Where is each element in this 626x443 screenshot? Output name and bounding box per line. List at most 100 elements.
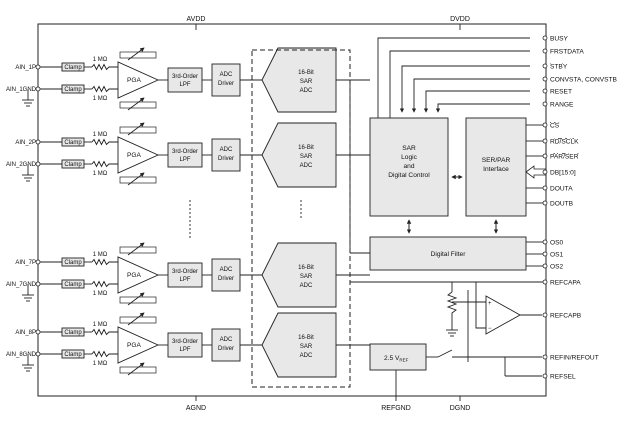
- pin-label: CONVSTA, CONVSTB: [550, 76, 618, 83]
- ser-par-line1: SER/PAR: [482, 157, 511, 164]
- svg-text:PGA: PGA: [127, 342, 142, 349]
- agnd-label: AGND: [186, 405, 206, 412]
- pin-terminal: [542, 354, 548, 360]
- adc-driver-block: [211, 258, 241, 292]
- ser-par-line2: Interface: [483, 166, 509, 173]
- svg-text:ADC: ADC: [220, 147, 233, 153]
- svg-text:SAR: SAR: [300, 274, 313, 280]
- pin-terminal: [542, 138, 548, 144]
- svg-text:Clamp: Clamp: [64, 87, 82, 93]
- svg-text:3rd-Order: 3rd-Order: [172, 74, 198, 80]
- pga-amplifier: [117, 61, 160, 99]
- pga-amplifier: [117, 326, 160, 364]
- chip-outline: [37, 23, 547, 397]
- pin-terminal: [542, 279, 548, 285]
- channel-gnd-label: AIN_7GND: [6, 282, 37, 288]
- channel-p-label: AIN_7P: [15, 260, 36, 266]
- dvdd-label: DVDD: [450, 16, 470, 23]
- pin-label: BUSY: [550, 35, 569, 42]
- pin-label: REFCAPB: [550, 312, 582, 319]
- svg-text:3rd-Order: 3rd-Order: [172, 269, 198, 275]
- svg-text:1 MΩ: 1 MΩ: [93, 171, 108, 177]
- vref-label: 2.5 VREF: [384, 355, 409, 363]
- svg-text:ADC: ADC: [300, 283, 313, 289]
- adc-group-outline: [251, 49, 351, 388]
- svg-text:1 MΩ: 1 MΩ: [93, 322, 108, 328]
- pga-amplifier: [117, 136, 160, 174]
- dgnd-label: DGND: [450, 405, 471, 412]
- vref-block: [369, 343, 427, 371]
- pga-amplifier: [117, 256, 160, 294]
- pin-terminal: [542, 122, 548, 128]
- lpf-block: [167, 332, 203, 358]
- pin-terminal: [542, 153, 548, 159]
- svg-text:ADC: ADC: [220, 267, 233, 273]
- svg-text:LPF: LPF: [179, 82, 190, 88]
- pin-label: STBY: [550, 63, 568, 70]
- pin-label: FRSTDATA: [550, 48, 584, 55]
- digital-filter-block: [369, 236, 527, 271]
- svg-text:Driver: Driver: [218, 346, 234, 352]
- svg-text:ADC: ADC: [300, 353, 313, 359]
- svg-text:Driver: Driver: [218, 81, 234, 87]
- channel-gnd-label: AIN_2GND: [6, 162, 37, 168]
- svg-text:SAR: SAR: [300, 79, 313, 85]
- svg-text:1 MΩ: 1 MΩ: [93, 132, 108, 138]
- pin-label: PAR/SER: [550, 153, 579, 160]
- pin-terminal: [542, 185, 548, 191]
- pin-label: REFCAPA: [550, 279, 581, 286]
- pin-label: REFIN/REFOUT: [550, 354, 599, 361]
- channel-gnd-label: AIN_1GND: [6, 87, 37, 93]
- svg-text:PGA: PGA: [127, 272, 142, 279]
- pin-label: RANGE: [550, 101, 574, 108]
- ref-buffer-amp: [485, 295, 521, 335]
- pin-terminal: [542, 48, 548, 54]
- svg-text:Clamp: Clamp: [64, 140, 82, 146]
- sar-logic-line3: and: [403, 163, 414, 170]
- svg-text:LPF: LPF: [179, 277, 190, 283]
- svg-text:Driver: Driver: [218, 276, 234, 282]
- svg-text:16-Bit: 16-Bit: [298, 70, 314, 76]
- pin-terminal: [542, 251, 548, 257]
- svg-text:−: −: [488, 326, 492, 332]
- svg-text:1 MΩ: 1 MΩ: [93, 361, 108, 367]
- svg-text:Clamp: Clamp: [64, 260, 82, 266]
- sar-logic-line4: Digital Control: [388, 172, 430, 179]
- adc-driver-block: [211, 63, 241, 97]
- refgnd-label: REFGND: [381, 405, 411, 412]
- pin-label: OS0: [550, 239, 564, 246]
- channel-p-label: AIN_8P: [15, 330, 36, 336]
- svg-text:ADC: ADC: [220, 72, 233, 78]
- pin-label: OS2: [550, 263, 564, 270]
- svg-text:Driver: Driver: [218, 156, 234, 162]
- svg-text:LPF: LPF: [179, 157, 190, 163]
- channel-gnd-label: AIN_8GND: [6, 352, 37, 358]
- svg-text:+: +: [488, 301, 492, 307]
- svg-text:ADC: ADC: [300, 88, 313, 94]
- ser-par-interface-block: [465, 117, 527, 217]
- sar-logic-block: [369, 117, 449, 217]
- svg-text:PGA: PGA: [127, 77, 142, 84]
- channel-p-label: AIN_2P: [15, 140, 36, 146]
- pin-terminal: [542, 312, 548, 318]
- svg-text:16-Bit: 16-Bit: [298, 265, 314, 271]
- pin-label: DOUTB: [550, 200, 574, 207]
- pin-label: RD/SCLK: [550, 138, 579, 145]
- pin-terminal: [542, 35, 548, 41]
- svg-text:PGA: PGA: [127, 152, 142, 159]
- sar-logic-line1: SAR: [402, 145, 416, 152]
- svg-text:1 MΩ: 1 MΩ: [93, 252, 108, 258]
- svg-text:1 MΩ: 1 MΩ: [93, 291, 108, 297]
- svg-text:ADC: ADC: [220, 337, 233, 343]
- pin-label: CS: [550, 122, 560, 129]
- svg-text:SAR: SAR: [300, 154, 313, 160]
- adc-driver-block: [211, 138, 241, 172]
- digital-filter-label: Digital Filter: [431, 251, 467, 258]
- svg-text:3rd-Order: 3rd-Order: [172, 149, 198, 155]
- svg-text:Clamp: Clamp: [64, 162, 82, 168]
- sar-logic-line2: Logic: [401, 154, 417, 161]
